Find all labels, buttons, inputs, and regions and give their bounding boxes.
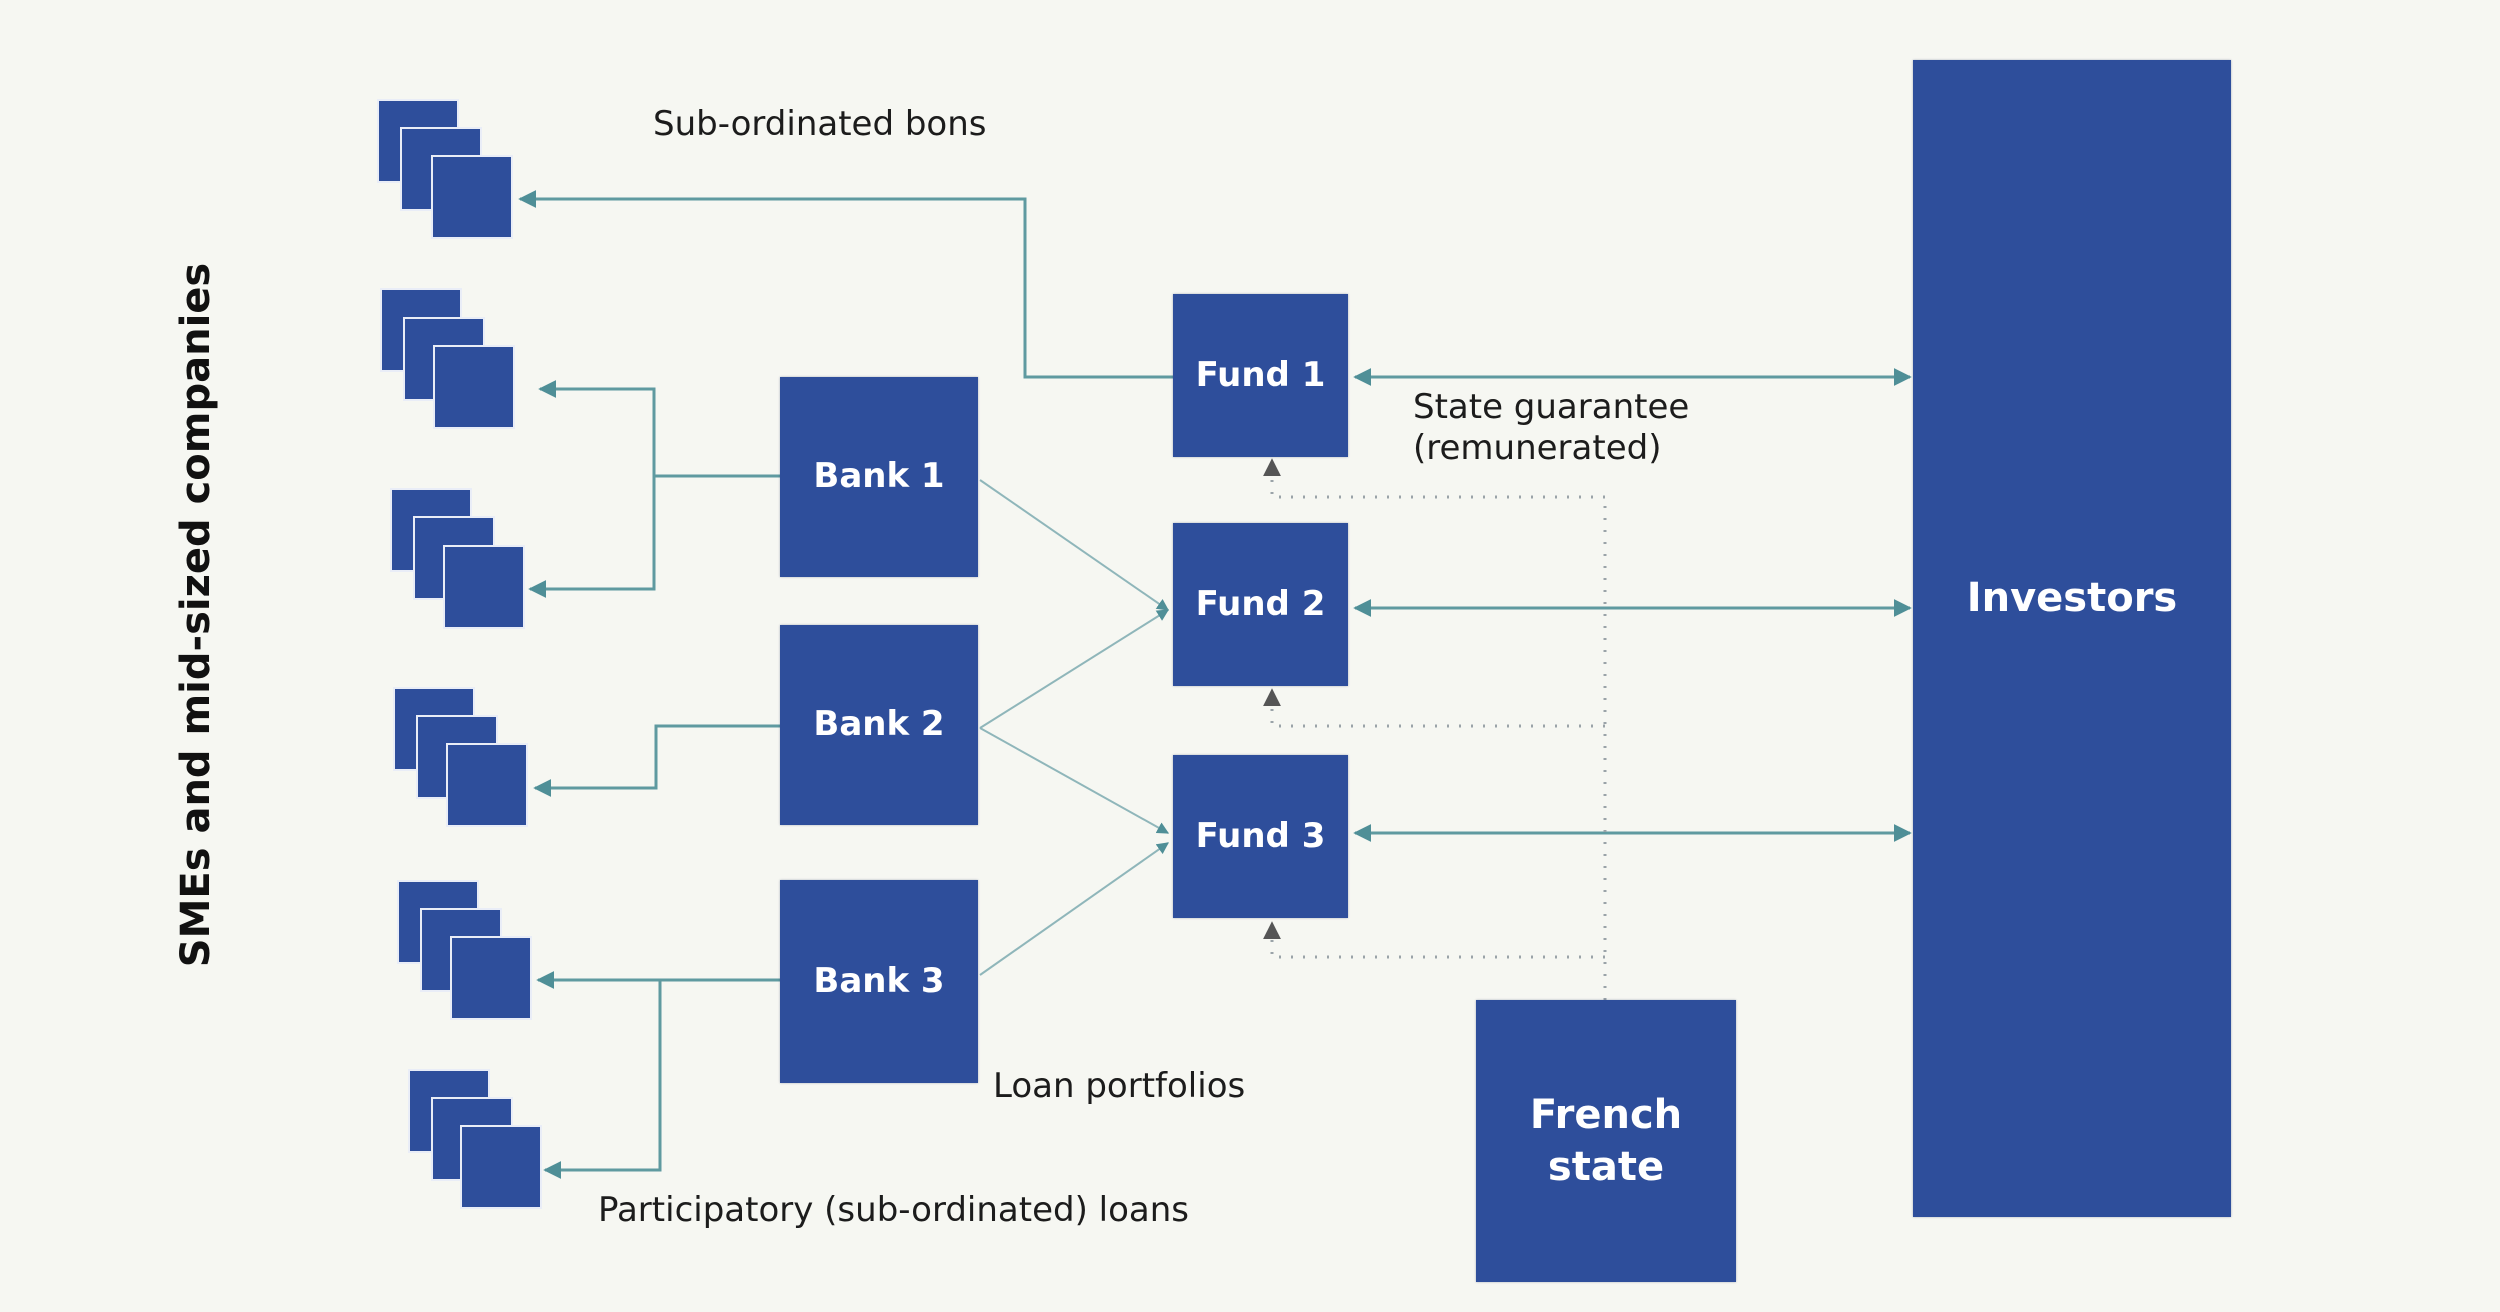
fund-2-label: Fund 2 xyxy=(1195,583,1326,624)
bank2-fund3-connector xyxy=(979,727,1170,834)
bank2-sme-connector xyxy=(533,724,780,797)
french-state-box: French state xyxy=(1476,1000,1736,1282)
state-guarantee-label-line1: State guarantee xyxy=(1413,387,1690,427)
smes-side-label: SMEs and mid-sized companies xyxy=(173,262,219,968)
bons-connector xyxy=(518,190,1173,379)
bank-3-label: Bank 3 xyxy=(813,960,945,1001)
bank-2-box: Bank 2 xyxy=(780,625,978,825)
fund-1-box: Fund 1 xyxy=(1173,294,1348,457)
bank-1-label: Bank 1 xyxy=(813,456,945,497)
guarantee-fund2 xyxy=(1263,688,1605,728)
participatory-loans-label: Participatory (sub-ordinated) loans xyxy=(598,1190,1190,1230)
loan-portfolios-label: Loan portfolios xyxy=(993,1066,1246,1106)
investors-box: Investors xyxy=(1913,60,2231,1217)
fund-2-box: Fund 2 xyxy=(1173,523,1348,686)
investors-label: Investors xyxy=(1966,575,2178,621)
bank-1-box: Bank 1 xyxy=(780,377,978,577)
bank2-fund2-connector xyxy=(979,609,1170,729)
french-state-label-line2: state xyxy=(1547,1144,1665,1190)
fund-3-label: Fund 3 xyxy=(1195,815,1326,856)
bank-3-box: Bank 3 xyxy=(780,880,978,1083)
bank3-fund3-connector xyxy=(979,842,1169,976)
sub-ordinated-bons-label: Sub-ordinated bons xyxy=(653,104,987,144)
bank-2-label: Bank 2 xyxy=(813,704,945,745)
state-guarantee-label-line2: (remunerated) xyxy=(1413,428,1662,468)
french-state-label-line1: French xyxy=(1529,1092,1683,1138)
fund-1-label: Fund 1 xyxy=(1195,354,1326,395)
fund-3-box: Fund 3 xyxy=(1173,755,1348,918)
guarantee-fund3 xyxy=(1263,921,1605,959)
bank1-fund2-connector xyxy=(979,479,1169,611)
